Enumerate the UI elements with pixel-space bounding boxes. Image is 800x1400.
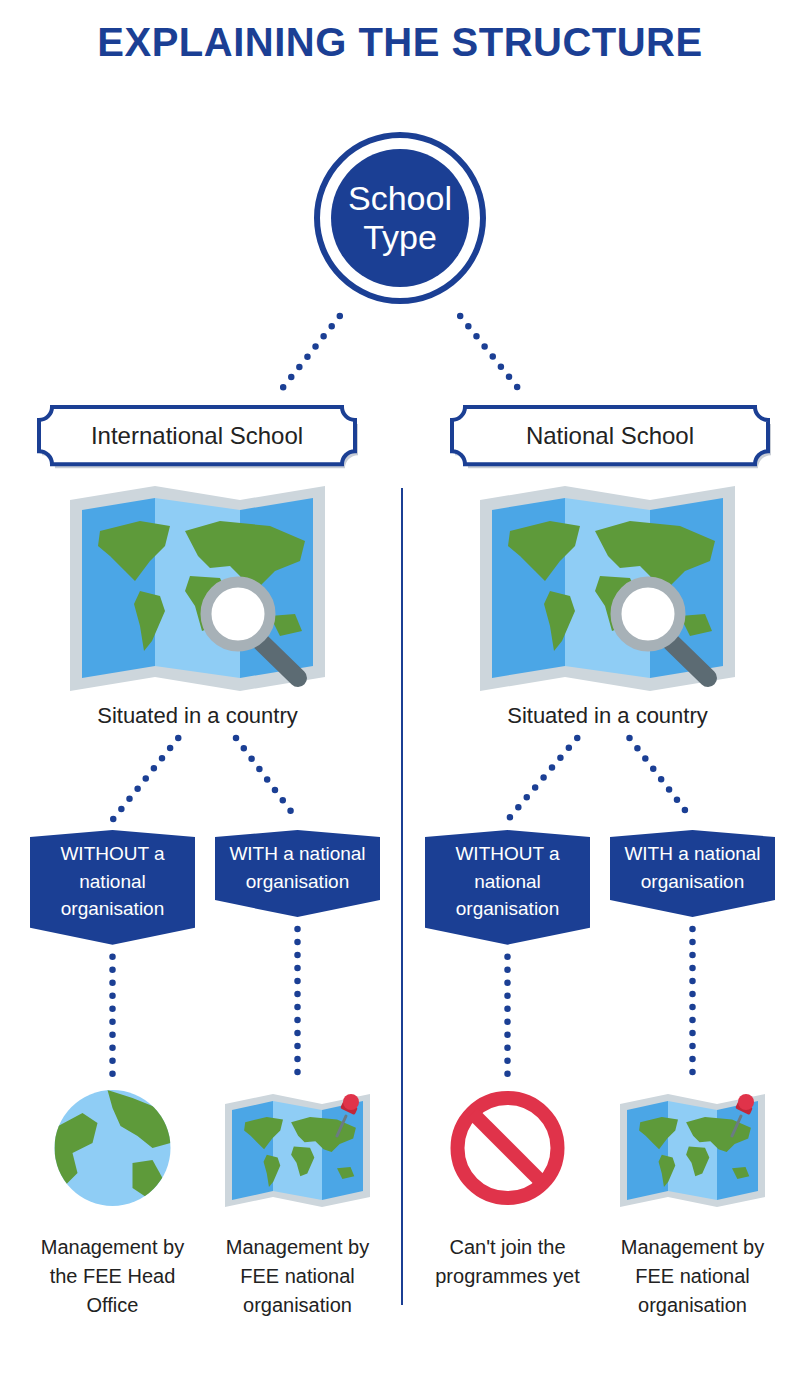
globe-icon-part <box>55 1090 171 1206</box>
node-label: WITHOUT a national organisation <box>435 840 580 923</box>
node-label: School Type <box>330 179 470 257</box>
node-label: Can't join the programmes yet <box>420 1233 595 1291</box>
dotted-connector <box>236 738 298 820</box>
outcome-node: Management by the FEE Head Office <box>25 1088 200 1320</box>
badge-fill <box>30 830 195 945</box>
outcome-node: Can't join the programmes yet <box>420 1088 595 1291</box>
map-pin-icon <box>225 1094 370 1207</box>
world-map-icon <box>70 486 325 691</box>
node-label: International School <box>59 420 335 451</box>
node-label: WITHOUT a national organisation <box>40 840 185 923</box>
map-caption-node: Situated in a country <box>60 486 335 732</box>
map-pin-icon <box>620 1094 765 1207</box>
page-title: EXPLAINING THE STRUCTURE <box>0 20 800 65</box>
node-label: Situated in a country <box>60 700 335 732</box>
node-label: Management by the FEE Head Office <box>25 1233 200 1320</box>
prohibited-icon-part <box>458 1098 558 1198</box>
school-banner: National School <box>450 405 770 466</box>
badge-fill <box>215 830 380 917</box>
outcome-node: Management by FEE national organisation <box>605 1088 780 1320</box>
badge-fill <box>610 830 775 917</box>
banner-frame <box>39 407 355 464</box>
outer-ring <box>317 135 483 301</box>
option-badge: WITHOUT a national organisation <box>425 830 590 945</box>
dotted-connector <box>504 957 511 1078</box>
dotted-connector <box>508 738 578 820</box>
globe-icon-part <box>108 1090 171 1148</box>
dotted-connector <box>460 316 523 395</box>
node-label: Situated in a country <box>470 700 745 732</box>
school-banner: International School <box>37 405 357 466</box>
option-badge: WITHOUT a national organisation <box>30 830 195 945</box>
banner-frame <box>452 407 768 464</box>
node-label: WITH a national organisation <box>620 840 765 895</box>
dotted-connector <box>113 738 179 820</box>
inner-disc <box>331 149 469 287</box>
option-badge: WITH a national organisation <box>215 830 380 917</box>
root-circle: School Type <box>314 132 486 304</box>
option-badge: WITH a national organisation <box>610 830 775 917</box>
dotted-connector <box>689 929 696 1078</box>
world-map-icon <box>480 486 735 691</box>
outcome-node: Management by FEE national organisation <box>210 1088 385 1320</box>
dotted-connector <box>630 738 693 820</box>
node-label: Management by FEE national organisation <box>210 1233 385 1320</box>
dotted-connector <box>109 957 116 1078</box>
globe-icon-part <box>55 1090 171 1198</box>
map-caption-node: Situated in a country <box>470 486 745 732</box>
prohibited-icon <box>458 1098 558 1198</box>
node-label: Management by FEE national organisation <box>605 1233 780 1320</box>
node-label: National School <box>472 420 748 451</box>
column-divider <box>401 488 403 1305</box>
globe-icon <box>55 1090 171 1206</box>
prohibited-icon-part <box>473 1113 543 1183</box>
dotted-connector <box>277 316 340 395</box>
dotted-connector <box>294 929 301 1078</box>
badge-fill <box>425 830 590 945</box>
globe-icon-part <box>133 1160 163 1198</box>
node-label: WITH a national organisation <box>225 840 370 895</box>
globe-icon-part <box>55 1113 98 1188</box>
